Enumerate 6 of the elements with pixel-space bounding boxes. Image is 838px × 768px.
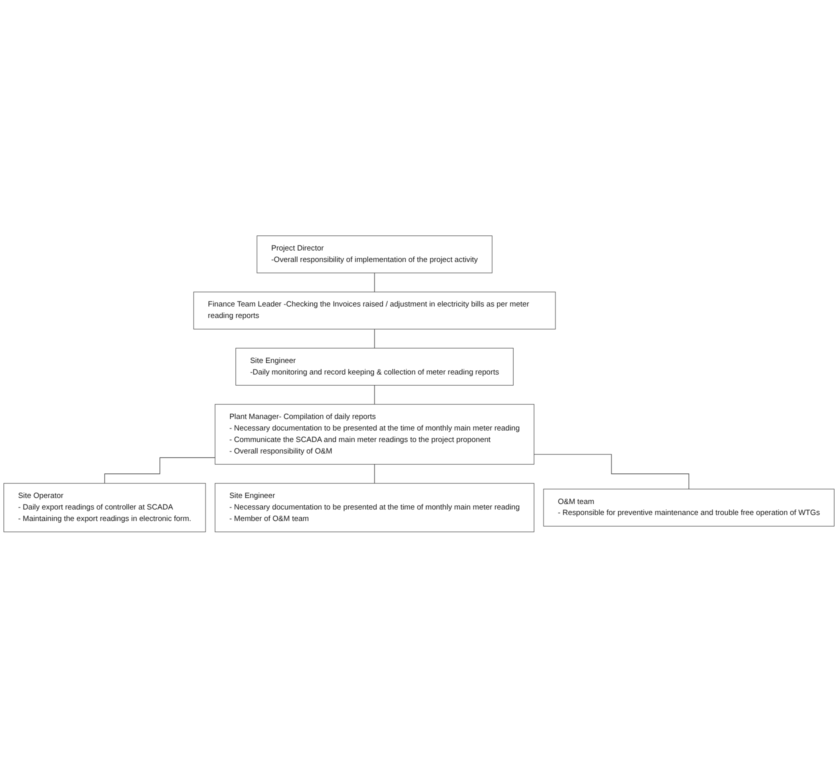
connector — [534, 454, 690, 490]
connector — [374, 328, 375, 349]
connector — [374, 464, 375, 484]
connector — [374, 385, 375, 405]
connector — [374, 272, 375, 292]
connector — [104, 458, 216, 484]
